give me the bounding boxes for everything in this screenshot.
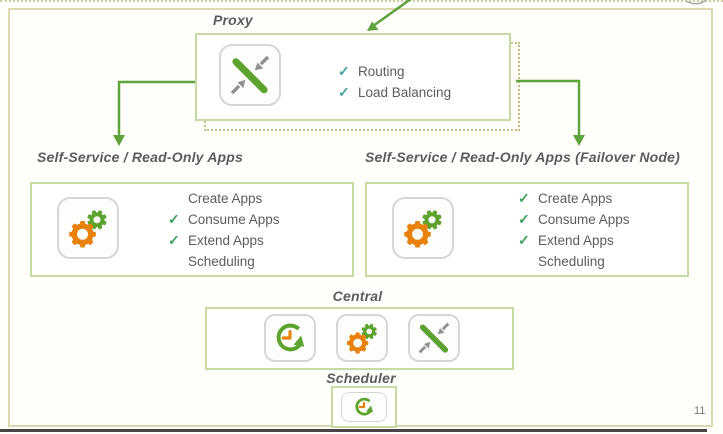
feature-item: Scheduling [168, 251, 280, 272]
page-number: 11 [694, 405, 706, 417]
scheduler-icon [264, 314, 316, 362]
central-node-box [205, 307, 514, 370]
feature-item: ✓ Create Apps [518, 188, 630, 209]
feature-item: ✓ Extend Apps [168, 230, 280, 251]
feature-label: Scheduling [538, 254, 605, 269]
gears-icon [57, 197, 119, 259]
check-icon: ✓ [168, 232, 180, 248]
feature-item: Create Apps [168, 188, 280, 209]
proxy-feature-list: ✓ Routing ✓ Load Balancing [338, 61, 451, 103]
feature-item: ✓ Routing [338, 61, 451, 82]
failover-section-title: Self-Service / Read-Only Apps (Failover … [365, 149, 681, 165]
scheduler-section-title: Scheduler [326, 370, 396, 386]
feature-item: ✓ Load Balancing [338, 82, 451, 103]
feature-label: Scheduling [188, 254, 255, 269]
feature-label: Consume Apps [538, 212, 630, 227]
check-icon: ✓ [168, 211, 180, 227]
check-icon: ✓ [518, 232, 530, 248]
central-section-title: Central [332, 288, 383, 304]
slide-bottom-rule [0, 429, 707, 432]
check-icon: ✓ [338, 84, 350, 100]
feature-label: Load Balancing [358, 85, 452, 100]
gears-icon [336, 314, 388, 362]
check-icon: ✓ [518, 190, 530, 206]
check-icon: ✓ [338, 63, 350, 79]
selfservice-section-title: Self-Service / Read-Only Apps [37, 149, 244, 165]
feature-item: ✓ Extend Apps [518, 230, 630, 251]
feature-item: ✓ Consume Apps [168, 209, 280, 230]
scheduler-icon [341, 392, 387, 422]
proxy-icon [408, 314, 460, 362]
scheduler-node-box [331, 386, 397, 428]
gears-icon [392, 197, 454, 259]
feature-label: Create Apps [188, 191, 263, 206]
cutoff-dotted-border [0, 0, 723, 2]
proxy-section-title: Proxy [213, 12, 253, 28]
feature-label: Routing [358, 64, 405, 79]
feature-item: ✓ Consume Apps [518, 209, 630, 230]
feature-label: Consume Apps [188, 212, 280, 227]
feature-item: Scheduling [518, 251, 630, 272]
feature-label: Extend Apps [538, 233, 614, 248]
proxy-icon [219, 44, 281, 106]
proxy-node-box: ✓ Routing ✓ Load Balancing [195, 33, 511, 121]
feature-label: Extend Apps [188, 233, 264, 248]
feature-label: Create Apps [538, 191, 613, 206]
check-icon: ✓ [518, 211, 530, 227]
